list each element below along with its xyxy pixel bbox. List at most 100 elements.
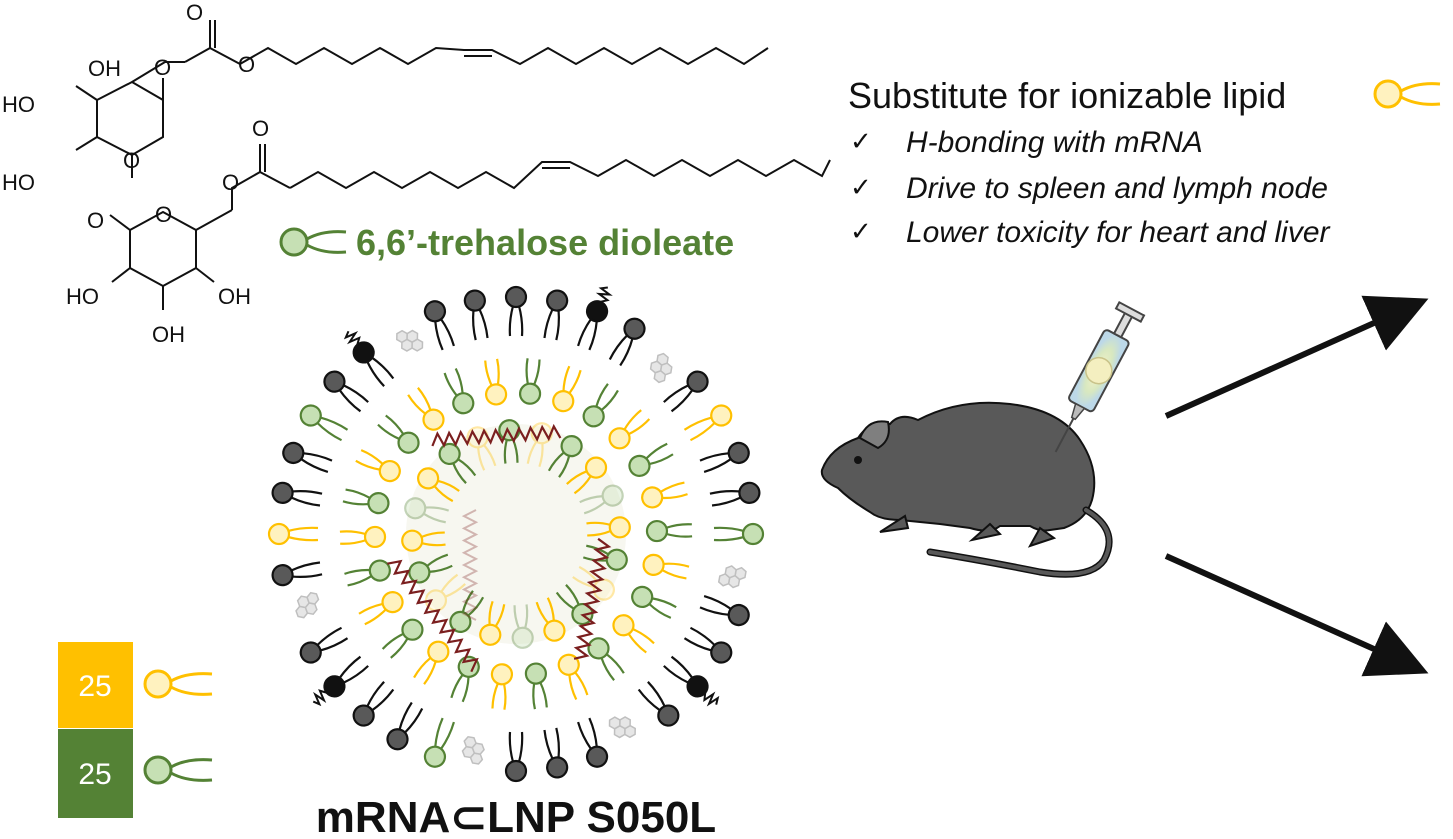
ester-oxygen-label: O	[222, 170, 239, 195]
lipid-glyph-icon	[479, 600, 506, 646]
lipid-glyph-icon	[386, 701, 424, 751]
lipid-glyph-icon	[543, 289, 569, 341]
oh-label: OH	[88, 56, 121, 81]
lipid-glyph-icon	[699, 441, 750, 473]
property-item: Lower toxicity for heart and liver	[906, 216, 1331, 249]
mrna-strand	[387, 559, 479, 673]
lipid-glyph-icon	[299, 626, 349, 664]
lipid-glyph-icon	[663, 655, 720, 707]
lipid-glyph-icon	[608, 317, 646, 367]
lipid-glyph-icon	[299, 404, 349, 442]
lipid-glyph-icon	[586, 516, 631, 539]
lipid-glyph-icon	[484, 358, 508, 406]
lipid-glyph-icon	[490, 663, 514, 710]
molecule-atom-labels: OH HO HO O O O O O O HO OH OH O O	[2, 0, 269, 347]
lipid-glyph-icon	[566, 456, 608, 495]
lipid-glyph-icon	[417, 467, 460, 503]
list-heading: Substitute for ionizable lipid	[848, 75, 1286, 116]
lipid-glyph-icon	[572, 565, 615, 601]
lipid-glyph-icon	[271, 481, 323, 507]
lipid-glyph-icon	[683, 626, 733, 664]
property-item: H-bonding with mRNA	[906, 126, 1203, 159]
nanoparticle-label: mRNA⊂LNP S050L	[316, 793, 716, 839]
lipid-glyph-icon	[524, 662, 548, 710]
lipid-glyph-icon	[413, 640, 450, 685]
ring-oxygen-label: O	[155, 202, 172, 227]
lipid-glyph-icon	[267, 522, 319, 546]
lipid-glyph-icon	[641, 481, 688, 509]
lipid-glyph-icon	[582, 383, 619, 428]
lipid-glyph-icon	[438, 442, 477, 484]
lipid-glyph-icon	[518, 358, 542, 405]
lipid-glyph-icon	[401, 529, 446, 552]
lipid-glyph-icon	[342, 488, 390, 515]
lipid-glyph-icon	[463, 289, 489, 341]
lipid-glyph-icon	[355, 449, 401, 483]
lipid-glyph-icon	[271, 561, 323, 587]
lipid-glyph-icon	[279, 227, 347, 257]
lipid-glyph-icon	[323, 370, 369, 413]
ho-label: HO	[66, 284, 99, 309]
property-item: Drive to spleen and lymph node	[906, 172, 1328, 205]
lipid-glyph-icon	[642, 553, 690, 580]
lipid-glyph-icon	[381, 618, 424, 659]
lipid-glyph-icon	[631, 585, 677, 619]
lipid-glyph-icon	[587, 637, 625, 681]
cholesterol-icon	[295, 591, 320, 619]
lipid-glyph-icon	[449, 590, 485, 633]
lipid-glyph-icon	[577, 286, 613, 351]
lipid-glyph-icon	[1373, 79, 1441, 109]
lipid-glyph-icon	[423, 300, 455, 351]
lipid-nanoparticle	[267, 285, 765, 783]
lipid-glyph-icon	[143, 669, 213, 699]
lipid-glyph-icon	[645, 519, 693, 543]
property-list: Substitute for ionizable lipid ✓ H-bondi…	[848, 75, 1441, 249]
lipid-glyph-icon	[577, 717, 609, 768]
lipid-glyph-icon	[404, 497, 450, 524]
cholesterol-icon	[461, 735, 485, 765]
lipid-glyph-icon	[407, 387, 445, 431]
lipid-glyph-icon	[547, 435, 583, 478]
lipid-glyph-icon	[504, 285, 528, 337]
trehalose-fraction-value: 25	[78, 758, 111, 791]
ester-oxygen-label: O	[238, 52, 255, 77]
lipid-glyph-icon	[352, 681, 395, 727]
trehalose-fraction-box	[58, 729, 133, 818]
mrna-strand	[573, 537, 612, 660]
cholesterol-icon	[649, 352, 673, 384]
lipid-glyph-icon	[557, 653, 589, 700]
arrow-icon	[1164, 295, 1429, 419]
check-icon: ✓	[850, 173, 872, 203]
lipid-glyph-icon	[443, 368, 475, 415]
carbonyl-oxygen-label: O	[186, 0, 203, 25]
lipid-glyph-icon	[543, 727, 569, 779]
bridge-oxygen-label: O	[87, 208, 104, 233]
ho-label: HO	[2, 92, 35, 117]
lipid-glyph-icon	[358, 591, 404, 626]
lipid-glyph-icon	[504, 731, 528, 783]
lipid-glyph-icon	[608, 409, 651, 450]
lipid-glyph-icon	[377, 414, 420, 454]
oh-label: OH	[152, 322, 185, 347]
trehalose-dioleate-structure	[75, 20, 831, 310]
lipid-glyph-icon	[699, 595, 750, 627]
mrna-strand	[431, 423, 562, 448]
lipid-glyph-icon	[663, 370, 709, 413]
ionizable-fraction-value: 25	[78, 670, 111, 703]
lipid-glyph-icon	[535, 597, 566, 642]
lipid-glyph-icon	[423, 717, 455, 768]
composition-legend: 25 25	[58, 642, 213, 818]
carbonyl-oxygen-label: O	[252, 116, 269, 141]
lipid-glyph-icon	[709, 481, 761, 507]
lipid-glyph-icon	[143, 755, 213, 785]
lipid-glyph-icon	[511, 604, 534, 649]
ring-oxygen-label: O	[123, 148, 140, 173]
check-icon: ✓	[850, 217, 872, 247]
lipid-glyph-icon	[579, 484, 624, 515]
lipid-glyph-icon	[312, 655, 369, 707]
lipid-glyph-icon	[628, 442, 674, 477]
mouse-icon	[820, 401, 1113, 578]
lipid-glyph-icon	[552, 365, 582, 413]
lipid-glyph-icon	[343, 330, 395, 387]
lipid-glyph-icon	[683, 404, 733, 442]
